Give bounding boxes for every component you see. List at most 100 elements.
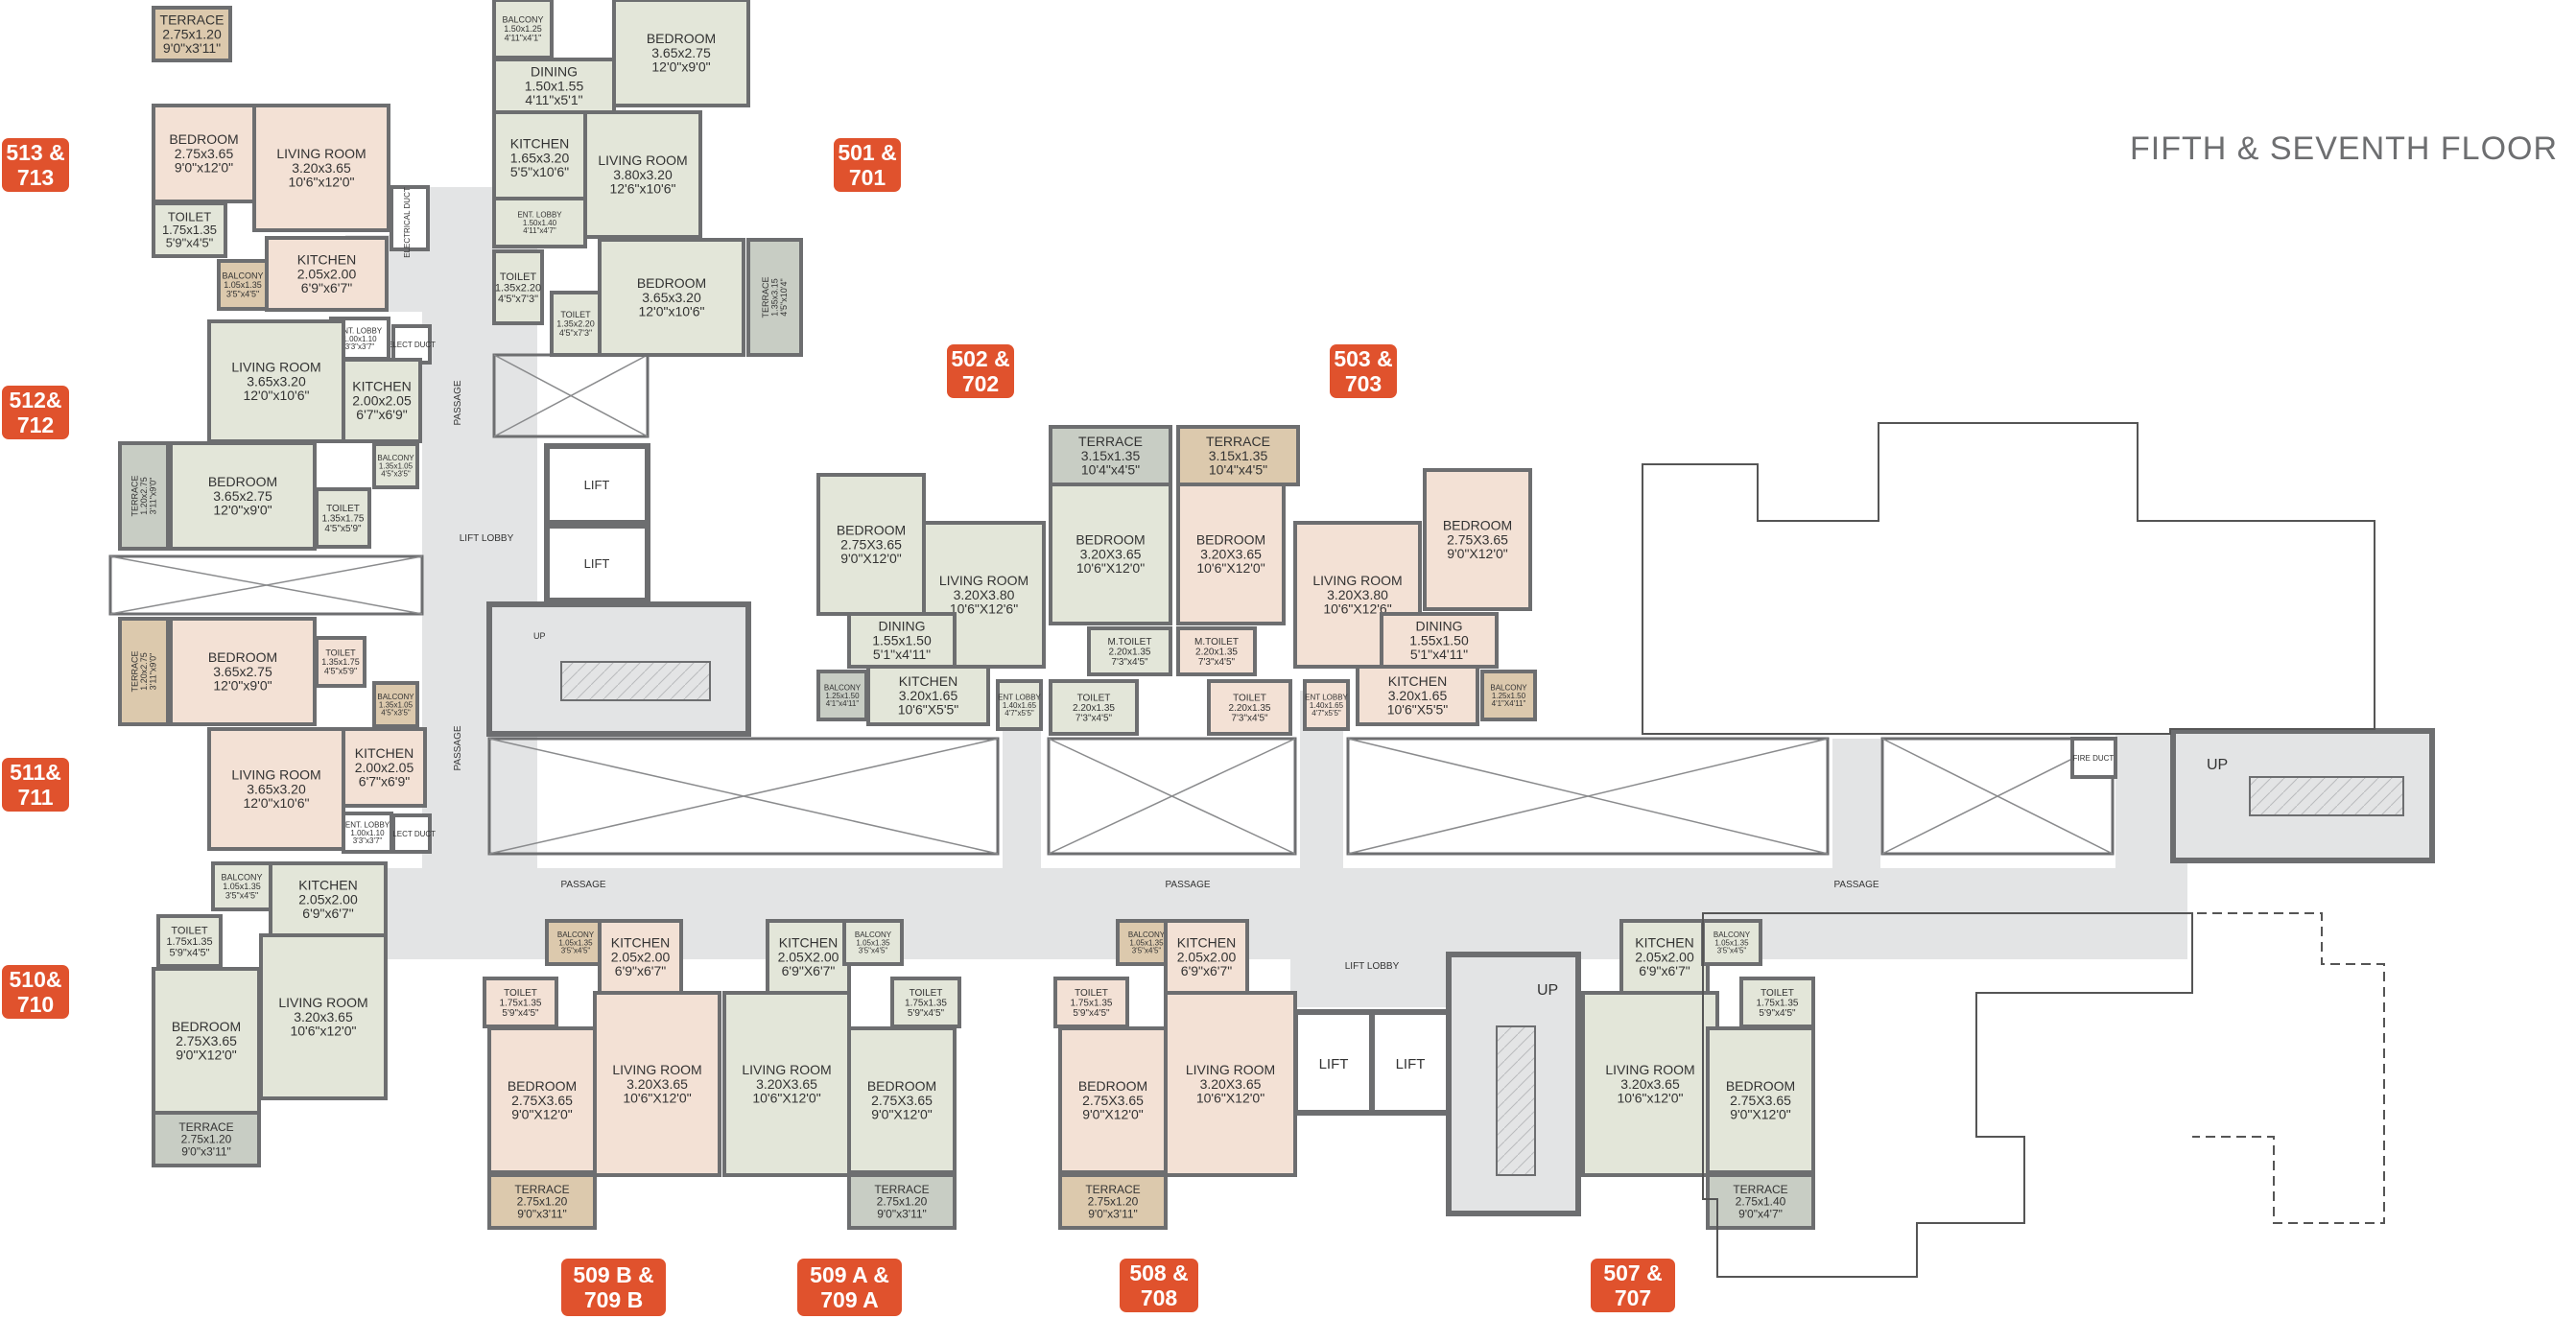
unit-badge-507[interactable]: 507 & 707 (1591, 1259, 1675, 1312)
room-dimension: 3.65x2.75 (213, 488, 272, 504)
room-fill (118, 617, 170, 726)
room-name: LIVING ROOM (278, 995, 367, 1010)
unit-badge-511-line2: 711 (17, 785, 54, 810)
room-dimension: 3'5"x4'5" (225, 891, 258, 901)
staircase-right-flight (2249, 776, 2404, 816)
room-dimension: 1.75x1.35 (1757, 999, 1799, 1009)
room-dimension: 9'0"x3'11" (1088, 1207, 1138, 1220)
room-fill (492, 110, 587, 205)
room-fill (152, 1111, 261, 1167)
unit-badge-509a-line1: 509 A & (810, 1262, 889, 1287)
room-dimension: 12'0"x9'0" (213, 678, 272, 694)
room-name: KITCHEN (352, 379, 411, 394)
room-fill (1423, 468, 1532, 611)
unit-badge-501-line2: 701 (848, 165, 886, 190)
room-name: BEDROOM (1078, 1078, 1147, 1094)
unit-badge-509a[interactable]: 509 A & 709 A (797, 1259, 902, 1316)
room-dimension: 3.20x3.65 (1620, 1076, 1680, 1092)
room-fill (1356, 665, 1479, 726)
room-dimension: 12'6"x10'6" (609, 181, 675, 197)
room-511-terrace: TERRACE1.20x2.753'11"x9'0" (118, 617, 170, 726)
unit-badge-513-line1: 513 & (6, 140, 65, 165)
room-name: TOILET (1233, 694, 1266, 704)
void-1 (487, 737, 1000, 856)
room-name: BALCONY (824, 683, 862, 692)
room-dimension: 1.20x2.75 (139, 652, 149, 691)
room-fill (1049, 483, 1172, 625)
unit-badge-503[interactable]: 503 & 703 (1330, 344, 1397, 398)
room-name: LIVING ROOM (1312, 573, 1402, 588)
room-dimension: 9'0"x3'11" (517, 1207, 567, 1220)
unit-badge-511[interactable]: 511& 711 (2, 758, 69, 812)
unit-badge-509b[interactable]: 509 B & 709 B (561, 1259, 666, 1316)
room-dimension: 1.75x1.35 (162, 223, 217, 237)
room-fill (156, 914, 223, 968)
room-label: TERRACE1.20x2.753'11"x9'0" (130, 650, 158, 692)
room-fill (315, 636, 366, 688)
room-dimension: 1.35x1.75 (321, 657, 360, 667)
room-dimension: 10'6"X5'5" (1387, 702, 1449, 718)
unit-badge-513[interactable]: 513 & 713 (2, 138, 69, 192)
room-dimension: 2.75x1.20 (877, 1195, 928, 1209)
electrical-duct (390, 185, 430, 251)
room-dimension: 5'9"x4'5" (502, 1008, 539, 1019)
unit-badge-510-line1: 510& (9, 967, 62, 992)
fire-duct (2070, 737, 2117, 779)
room-fill (315, 487, 371, 549)
room-name: BALCONY (377, 693, 414, 701)
room-dimension: 4'1"x4'11" (826, 699, 860, 708)
room-dimension: 1.40x1.65 (1310, 701, 1344, 710)
staircase-left-flight (560, 661, 711, 701)
void-3 (1346, 737, 1830, 856)
room-name: LIVING ROOM (231, 360, 320, 375)
unit-badge-510[interactable]: 510& 710 (2, 965, 69, 1019)
room-name: KITCHEN (297, 252, 356, 268)
room-label: TERRACE1.20x2.753'11"x9'0" (130, 475, 158, 516)
room-dimension: 10'6"X12'0" (752, 1091, 820, 1106)
lift-label-4: LIFT (1396, 1056, 1426, 1072)
adjacent-building-dashed (2192, 912, 2385, 1224)
room-dimension: 6'9"x6'7" (1181, 963, 1232, 978)
room-fill (217, 259, 269, 311)
room-fill (487, 1026, 597, 1174)
room-dimension: 1.05x1.35 (224, 280, 262, 290)
room-name: TOILET (560, 310, 591, 319)
room-name: LIVING ROOM (598, 153, 687, 168)
room-fill (612, 0, 750, 107)
room-name: LIVING ROOM (939, 573, 1028, 588)
room-dimension: 1.35x1.05 (379, 700, 414, 709)
room-name: ENT. LOBBY (345, 820, 390, 829)
unit-badge-501[interactable]: 501 & 701 (834, 138, 901, 192)
room-dimension: 6'7"x6'9" (359, 774, 410, 789)
unit-badge-512[interactable]: 512& 712 (2, 386, 69, 439)
room-name: KITCHEN (899, 673, 957, 689)
unit-badge-502[interactable]: 502 & 702 (947, 344, 1014, 398)
unit-badge-508[interactable]: 508 & 708 (1120, 1259, 1198, 1312)
room-fill (152, 201, 227, 258)
staircase-left-up: UP (533, 631, 546, 641)
room-fill (152, 6, 232, 62)
